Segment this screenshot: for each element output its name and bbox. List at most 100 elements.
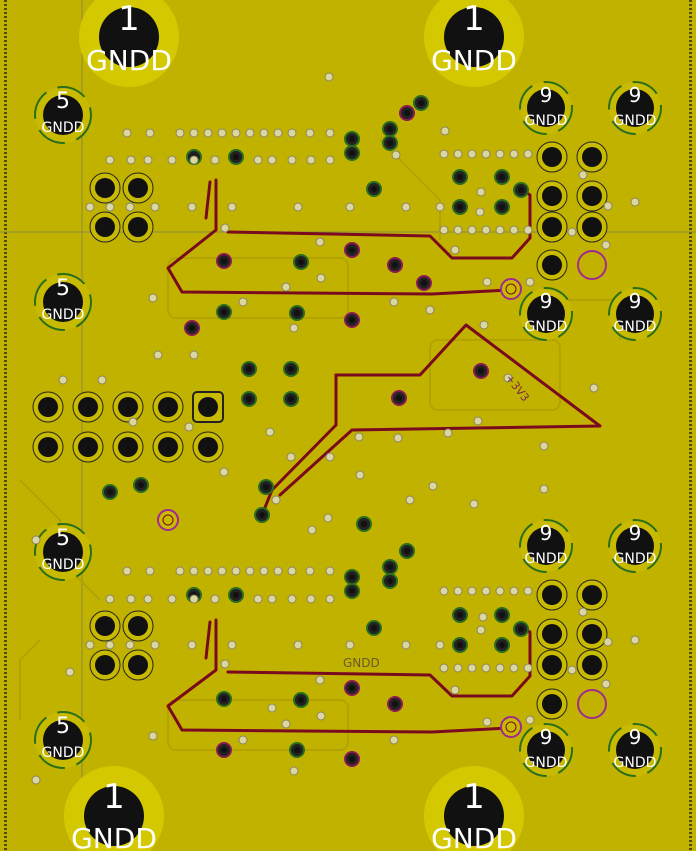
via-hole [288, 366, 294, 372]
via-hole [404, 548, 410, 554]
drill-dot [601, 240, 611, 250]
pad-nine-4: 9 GNDD [608, 287, 662, 341]
pin-hole [582, 585, 602, 605]
drill-dot [217, 566, 227, 576]
drill-dot [481, 586, 491, 596]
via-hole [349, 150, 355, 156]
via-hole [221, 747, 227, 753]
drill-dot [220, 223, 230, 233]
drill-dot [476, 625, 486, 635]
drill-dot [31, 775, 41, 785]
drill-dot [231, 128, 241, 138]
pin-hole [542, 624, 562, 644]
drill-dot [478, 612, 488, 622]
drill-dot [105, 155, 115, 165]
drill-dot [189, 350, 199, 360]
via-hole [499, 642, 505, 648]
via-hole [392, 262, 398, 268]
via-hole [499, 612, 505, 618]
drill-dot [122, 128, 132, 138]
pin-hole [542, 147, 562, 167]
drill-dot [58, 375, 68, 385]
via-hole [189, 325, 195, 331]
drill-dot [289, 323, 299, 333]
drill-dot [281, 282, 291, 292]
via-pad [162, 514, 174, 526]
drill-dot [467, 149, 477, 159]
pin-hole [78, 437, 98, 457]
pin-hole [582, 186, 602, 206]
drill-dot [150, 640, 160, 650]
pad-number: 9 [540, 521, 553, 545]
pin-highlight [577, 689, 607, 719]
via-hole [298, 259, 304, 265]
drill-dot [509, 586, 519, 596]
pad-number: 9 [629, 289, 642, 313]
drill-dot [105, 202, 115, 212]
drill-dot [393, 433, 403, 443]
drill-dot [220, 659, 230, 669]
pin-hole [582, 147, 602, 167]
pin-hole [95, 616, 115, 636]
drill-dot [523, 149, 533, 159]
pad-number: 5 [56, 714, 70, 739]
drill-dot [355, 470, 365, 480]
drill-dot [567, 227, 577, 237]
board-edge-right [689, 0, 692, 851]
pad-net: GNDD [614, 551, 657, 567]
drill-dot [189, 594, 199, 604]
pad-net: GNDD [525, 113, 568, 129]
via-hole [288, 396, 294, 402]
pad-net: GNDD [525, 551, 568, 567]
drill-dot [267, 703, 277, 713]
pad-five-4: 5 GNDD [34, 711, 92, 769]
pin-hole [95, 217, 115, 237]
pad-net: GNDD [42, 120, 85, 136]
via-hole [349, 685, 355, 691]
via-hole [221, 258, 227, 264]
pin-hole [542, 217, 562, 237]
drill-dot [175, 566, 185, 576]
drill-dot [273, 566, 283, 576]
drill-dot [203, 128, 213, 138]
drill-dot [175, 128, 185, 138]
drill-dot [578, 170, 588, 180]
via-hole [349, 247, 355, 253]
drill-dot [539, 484, 549, 494]
drill-dot [287, 128, 297, 138]
drill-dot [473, 416, 483, 426]
drill-dot [143, 594, 153, 604]
via-hole [361, 521, 367, 527]
via-hole [349, 317, 355, 323]
drill-dot [105, 640, 115, 650]
via-hole [396, 395, 402, 401]
drill-dot [525, 277, 535, 287]
drill-dot [476, 187, 486, 197]
drill-dot [253, 594, 263, 604]
drill-dot [450, 245, 460, 255]
mounting-hole-net: GNDD [431, 44, 517, 77]
drill-dot [150, 202, 160, 212]
drill-dot [482, 717, 492, 727]
drill-dot [325, 452, 335, 462]
pad-number: 9 [629, 521, 642, 545]
drill-dot [453, 663, 463, 673]
via-hole [499, 174, 505, 180]
drill-dot [145, 566, 155, 576]
drill-dot [354, 432, 364, 442]
drill-dot [227, 640, 237, 650]
via-hole [233, 592, 239, 598]
pads-five-left: 5 GNDD 5 GNDD 5 GNDD 5 GNDD [34, 86, 92, 769]
drill-dot [267, 594, 277, 604]
drill-dot [210, 155, 220, 165]
drill-dot [293, 640, 303, 650]
small-drill-dots [31, 72, 640, 785]
via-hole [138, 482, 144, 488]
drill-dot [389, 297, 399, 307]
traces [166, 178, 602, 734]
drill-dot [189, 128, 199, 138]
drill-dot [425, 305, 435, 315]
board-edge-left [4, 0, 7, 851]
drill-dot [325, 128, 335, 138]
via-hole [371, 625, 377, 631]
